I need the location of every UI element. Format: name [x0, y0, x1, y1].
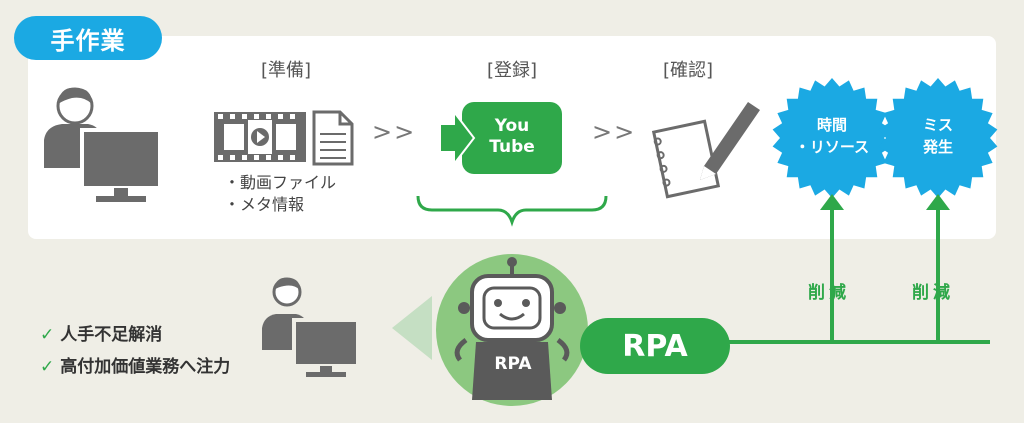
arrow-up-time — [820, 194, 844, 210]
issue-time-resource: 時間 ・リソース — [776, 114, 888, 158]
reduce-mistake-label: 削減 — [912, 283, 954, 303]
arrow-up-mistake — [926, 194, 950, 210]
step-register-label: [登録] — [486, 60, 538, 81]
flow-arrows-2: >> — [592, 118, 637, 146]
benefit-item: ✓人手不足解消 — [40, 320, 162, 345]
check-icon: ✓ — [40, 325, 55, 345]
issue-time-line1: 時間 — [816, 116, 847, 134]
step-confirm-label: [確認] — [662, 60, 714, 81]
youtube-icon — [439, 102, 562, 174]
step-prepare-label: [準備] — [260, 60, 312, 81]
youtube-label-line2: Tube — [489, 137, 535, 157]
group-brace — [416, 195, 608, 227]
issue-mistake: ミス 発生 — [890, 114, 986, 158]
burst-time-resource — [772, 78, 892, 198]
result-arrow — [392, 296, 432, 360]
benefit-item: ✓高付加価値業務へ注力 — [40, 352, 230, 377]
reduce-time-label: 削減 — [808, 283, 850, 303]
issue-time-line2: ・リソース — [794, 138, 870, 156]
notepad-pencil-icon — [651, 102, 760, 199]
youtube-label: You Tube — [462, 116, 562, 158]
document-icon — [312, 110, 354, 166]
manual-work-tag: 手作業 — [14, 16, 162, 60]
prepare-items: ・動画ファイル ・メタ情報 — [224, 172, 336, 216]
issue-mistake-line1: ミス — [922, 116, 953, 134]
person-at-monitor-icon — [44, 87, 162, 202]
person-at-monitor-icon-result — [262, 277, 360, 377]
issue-mistake-line2: 発生 — [922, 138, 953, 156]
flow-arrows-1: >> — [372, 118, 417, 146]
prepare-item-video: ・動画ファイル — [224, 173, 337, 192]
benefit-text: 高付加価値業務へ注力 — [60, 357, 231, 377]
prepare-item-meta: ・メタ情報 — [224, 195, 305, 214]
robot-label: RPA — [494, 354, 532, 374]
benefit-text: 人手不足解消 — [60, 325, 163, 345]
reduction-connectors — [728, 206, 990, 344]
film-strip-icon — [214, 112, 306, 162]
robot-icon — [436, 254, 588, 406]
check-icon: ✓ — [40, 357, 55, 377]
rpa-badge: RPA — [580, 318, 730, 374]
youtube-label-line1: You — [494, 116, 530, 136]
burst-mistake — [878, 78, 998, 198]
